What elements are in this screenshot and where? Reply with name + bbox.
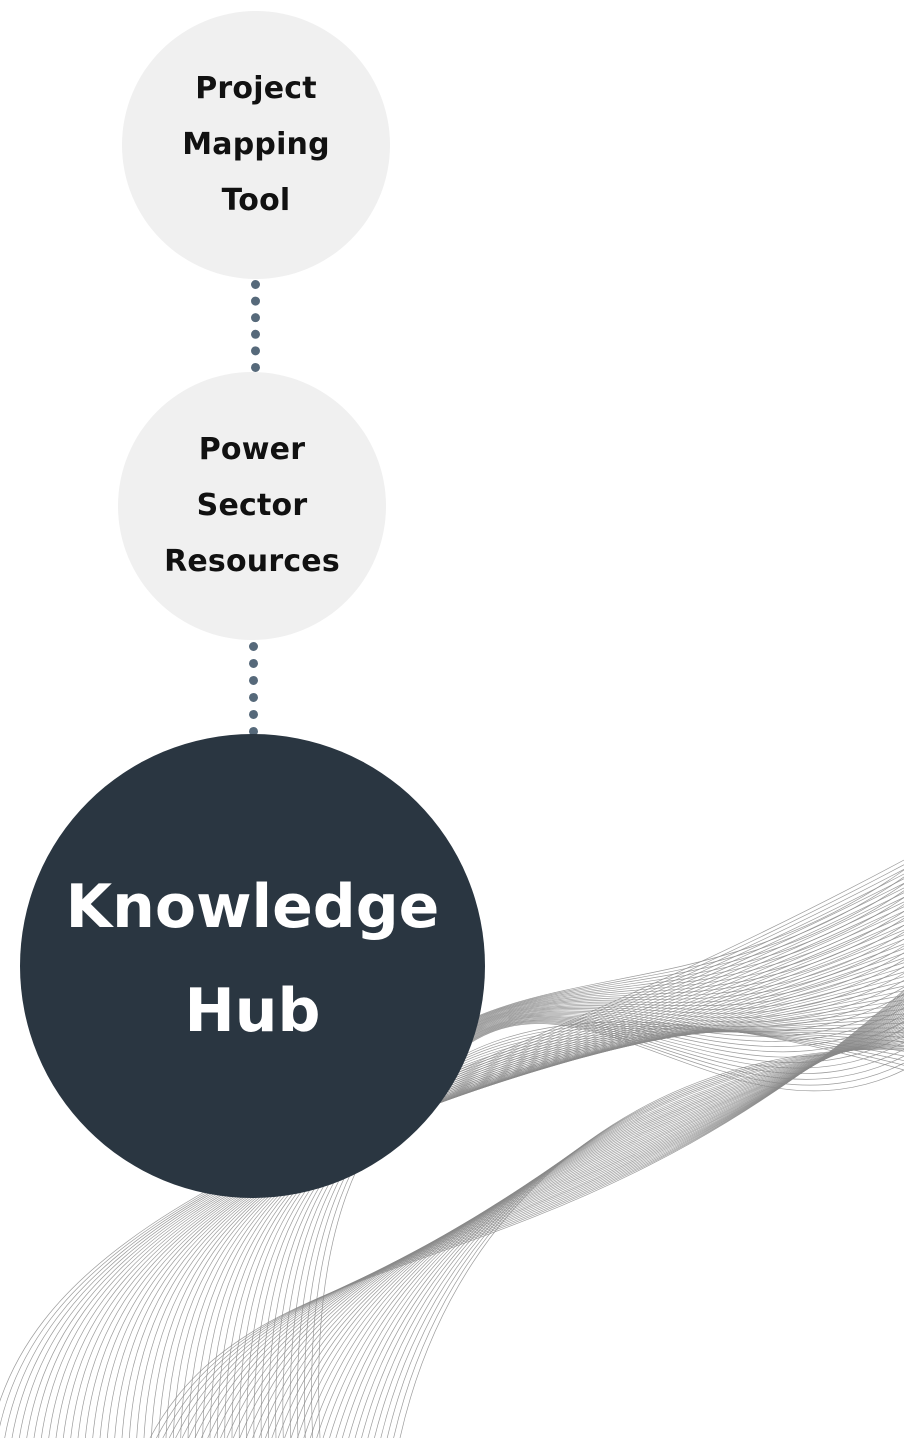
wave-line <box>429 959 904 1059</box>
wave-line <box>429 952 904 1057</box>
node-power-sector-resources[interactable]: Power Sector Resources <box>118 372 386 640</box>
wave-line <box>429 1016 904 1071</box>
wave-line <box>429 1007 904 1068</box>
wave-line <box>162 992 904 1438</box>
wave-line <box>309 1028 904 1438</box>
wave-line <box>429 1000 904 1067</box>
wave-line <box>429 876 904 1042</box>
wave-line <box>429 904 904 1048</box>
wave-line <box>429 1019 904 1075</box>
wave-line <box>271 1018 904 1438</box>
wave-line <box>429 890 904 1045</box>
wave-line <box>429 1022 904 1086</box>
wave-line <box>429 993 904 1066</box>
wave-line <box>290 1023 904 1438</box>
wave-line <box>194 1000 904 1438</box>
wave-line <box>429 918 904 1050</box>
wave-line <box>429 1023 904 1092</box>
wave-line <box>399 1049 904 1438</box>
wave-line <box>429 938 904 1055</box>
wave-line <box>429 911 904 1049</box>
wave-line <box>429 966 904 1060</box>
node-label: Power Sector Resources <box>164 432 340 579</box>
wave-line <box>429 945 904 1056</box>
wave-line <box>429 924 904 1052</box>
hub-knowledge-hub[interactable]: Knowledge Hub <box>20 734 485 1198</box>
wave-line <box>429 931 904 1053</box>
wave-line <box>429 986 904 1064</box>
connector-dotted-line <box>251 280 260 372</box>
wave-line <box>207 1003 904 1438</box>
wave-line <box>429 1021 904 1080</box>
wave-line <box>429 883 904 1044</box>
node-label: Project Mapping Tool <box>182 71 330 218</box>
node-project-mapping-tool[interactable]: Project Mapping Tool <box>122 11 390 279</box>
wave-line <box>429 973 904 1061</box>
wave-line <box>429 1020 904 1077</box>
wave-line <box>429 1018 904 1074</box>
wave-line <box>213 1005 904 1438</box>
wave-line <box>429 1017 904 1072</box>
wave-line <box>429 869 904 1041</box>
wave-line <box>252 1014 904 1438</box>
wave-line <box>429 897 904 1046</box>
wave-line <box>232 1009 904 1438</box>
wave-line <box>429 1014 904 1070</box>
wave-line <box>188 998 904 1438</box>
connector-dotted-line <box>249 642 258 736</box>
hub-label: Knowledge Hub <box>65 872 440 1046</box>
wave-line <box>429 979 904 1063</box>
